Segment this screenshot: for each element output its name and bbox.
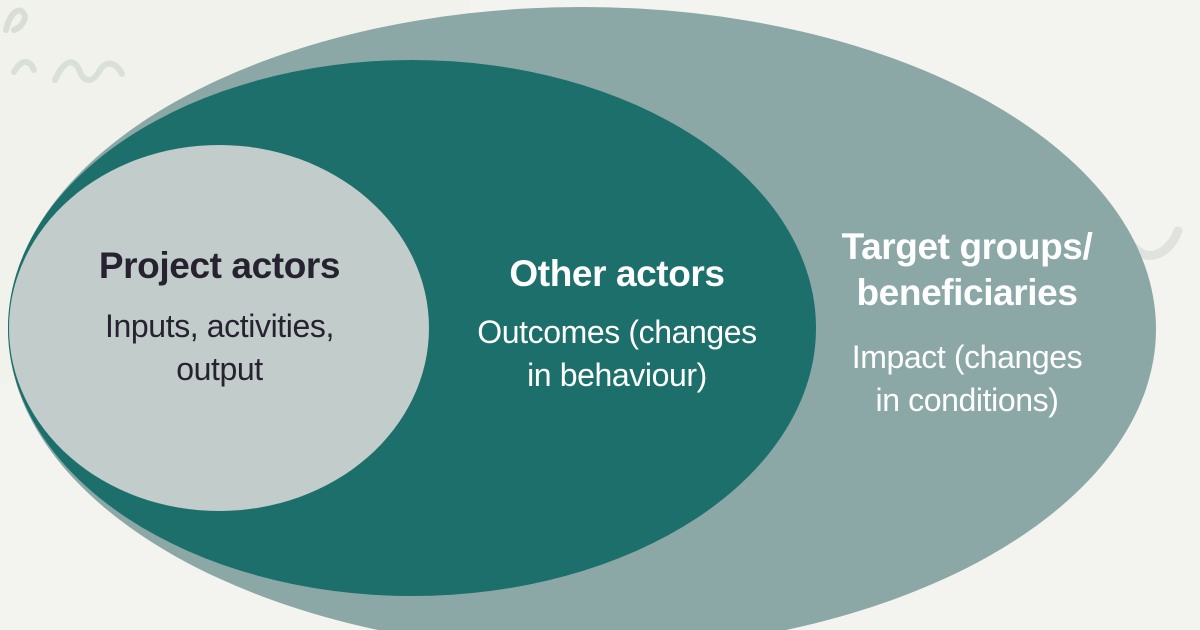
project-actors-title: Project actors — [98, 245, 341, 286]
faint-handwriting-marks — [3, 7, 28, 33]
target-groups-title: Target groups/ beneficiaries — [802, 224, 1132, 316]
target-groups-subtitle: Impact (changes in conditions) — [802, 336, 1132, 422]
target-groups-title-line2: beneficiaries — [856, 272, 1078, 313]
label-other-actors: Other actors Outcomes (changes in behavi… — [442, 251, 792, 397]
ellipse-project-actors — [9, 145, 429, 511]
label-project-actors: Project actors Inputs, activities, outpu… — [27, 243, 412, 391]
other-actors-subtitle-line2: in behaviour) — [527, 357, 707, 393]
other-actors-subtitle-line1: Outcomes (changes — [477, 314, 757, 350]
project-actors-subtitle-line1: Inputs, activities, — [105, 308, 334, 344]
other-actors-subtitle: Outcomes (changes in behaviour) — [442, 311, 792, 397]
label-target-groups: Target groups/ beneficiaries Impact (cha… — [802, 224, 1132, 422]
faint-handwriting-marks — [52, 59, 125, 83]
target-groups-title-line1: Target groups/ — [841, 226, 1093, 267]
target-groups-subtitle-line1: Impact (changes — [851, 339, 1083, 375]
project-actors-subtitle: Inputs, activities, output — [27, 305, 412, 391]
project-actors-subtitle-line2: output — [176, 351, 263, 387]
faint-handwriting-marks — [11, 59, 37, 75]
target-groups-subtitle-line2: in conditions) — [875, 382, 1059, 418]
other-actors-title: Other actors — [509, 253, 725, 294]
